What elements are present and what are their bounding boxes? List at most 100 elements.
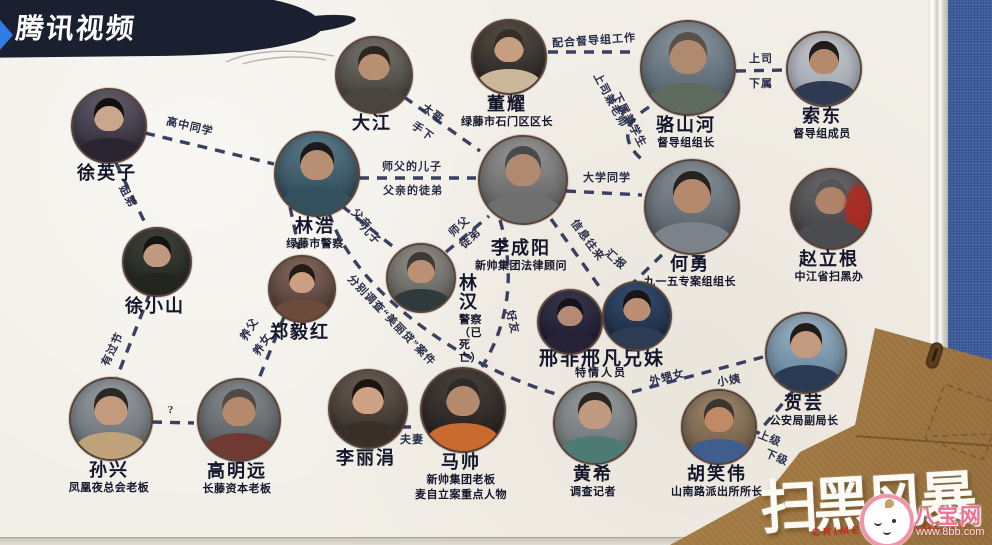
character-role: 山南路派出所所长 bbox=[671, 486, 763, 498]
watermark-site-name: 八宝网 bbox=[914, 504, 983, 528]
character-role: 警察（已死亡） bbox=[459, 314, 482, 364]
relationship-label: 师父的儿子 bbox=[382, 161, 442, 173]
character-role: 督导组成员 bbox=[793, 128, 851, 140]
character-role: 督导组组长 bbox=[657, 137, 715, 149]
character-name: 徐小山 bbox=[125, 296, 185, 316]
portrait-he-yun bbox=[765, 312, 847, 394]
edge-xu-yingzi-xu-xiaoshan bbox=[114, 162, 149, 228]
label-zheng-yihong: 郑毅红 bbox=[200, 323, 400, 342]
portrait-xu-xiaoshan bbox=[122, 227, 192, 297]
character-name: 赵立根 bbox=[799, 249, 859, 269]
edge-lin-han-li-chengyang bbox=[444, 214, 491, 254]
edge-xing-fan-he-yong bbox=[627, 248, 669, 289]
portrait-gao-mingyuan bbox=[197, 378, 281, 462]
edge-da-jiang-li-chengyang bbox=[403, 95, 481, 153]
pencil-scribble bbox=[225, 50, 335, 65]
character-role: 新帅集团老板 bbox=[426, 474, 496, 486]
label-li-lijuan: 李丽涓 bbox=[266, 449, 466, 468]
character-name: 黄希 bbox=[573, 464, 613, 484]
portrait-xing-fei bbox=[537, 289, 603, 355]
character-name: 徐英子 bbox=[77, 163, 137, 183]
portrait-ma-shuai bbox=[420, 367, 506, 453]
label-xu-yingzi: 徐英子 bbox=[7, 164, 207, 183]
character-name: 林汉 bbox=[459, 273, 479, 312]
character-role: 麦自立案重点人物 bbox=[415, 488, 507, 501]
portrait-zhao-ligen bbox=[790, 168, 872, 250]
character-name: 贺芸 bbox=[784, 393, 824, 413]
portrait-he-yong bbox=[644, 159, 740, 255]
portrait-huang-xi bbox=[553, 381, 637, 465]
relationship-label: 上司 bbox=[749, 53, 773, 65]
portrait-hu-xiaowei bbox=[681, 389, 757, 465]
character-name: 郑毅红 bbox=[270, 322, 330, 342]
character-name: 胡笑伟 bbox=[687, 464, 747, 484]
edge-luo-shanhe-he-yong bbox=[626, 105, 650, 165]
character-name: 何勇 bbox=[670, 254, 710, 274]
character-role: 长藤资本老板 bbox=[202, 483, 272, 495]
relationship-label: 下属 bbox=[749, 78, 773, 90]
edge-xu-xiaoshan-sun-xing bbox=[115, 292, 152, 378]
character-role: 中江省扫黑办 bbox=[794, 271, 864, 283]
edge-lin-hao-huang-xi bbox=[327, 212, 557, 396]
character-name: 李成阳 bbox=[491, 238, 551, 258]
character-role: 九一五专案组组长 bbox=[644, 276, 736, 288]
character-name: 孙兴 bbox=[89, 460, 129, 480]
portrait-zheng-yihong bbox=[268, 255, 336, 323]
label-zhao-ligen: 赵立根中江省扫黑办 bbox=[729, 250, 929, 284]
portrait-luo-shanhe bbox=[640, 20, 736, 116]
watermark-url: www.8bb.com bbox=[916, 526, 985, 538]
edge-li-chengyang-xing-fan bbox=[549, 218, 603, 290]
edge-huang-xi-he-yun bbox=[631, 355, 764, 394]
edge-xu-yingzi-lin-hao bbox=[144, 131, 275, 166]
poster-bottom-edge bbox=[0, 537, 690, 545]
portrait-xing-fan bbox=[602, 281, 672, 351]
flag-accent bbox=[845, 184, 870, 234]
label-dong-yao: 董耀绿藤市石门区区长 bbox=[407, 95, 607, 129]
edge-li-chengyang-he-yong bbox=[565, 189, 643, 197]
edge-li-chengyang-ma-shuai bbox=[480, 219, 510, 368]
relationship-label: 夫妻 bbox=[400, 434, 424, 446]
portrait-xu-yingzi bbox=[71, 88, 147, 164]
portrait-suo-dong bbox=[786, 31, 862, 107]
portrait-lin-han bbox=[386, 243, 456, 313]
label-ma-shuai: 马帅新帅集团老板麦自立案重点人物 bbox=[361, 453, 561, 501]
tencent-video-logo: 腾讯视频 bbox=[14, 13, 138, 44]
group-caption: 特情人员 bbox=[575, 367, 627, 379]
character-role: 绿藤市石门区区长 bbox=[461, 116, 553, 128]
edge-zheng-yihong-gao-mingyuan bbox=[256, 316, 286, 382]
label-gao-mingyuan: 高明远长藤资本老板 bbox=[137, 462, 337, 496]
portrait-lin-hao bbox=[274, 131, 360, 217]
edge-luo-shanhe-suo-dong bbox=[735, 68, 786, 73]
label-lin-han: 林汉警察（已死亡） bbox=[459, 274, 482, 364]
character-name: 马帅 bbox=[441, 452, 481, 472]
label-luo-shanhe: 骆山河督导组组长 bbox=[586, 116, 786, 150]
label-he-yong: 何勇九一五专案组组长 bbox=[590, 255, 790, 289]
relationship-label: 大学同学 bbox=[583, 172, 631, 184]
portrait-sun-xing bbox=[69, 377, 153, 461]
label-xu-xiaoshan: 徐小山 bbox=[55, 297, 255, 316]
character-name: 大江 bbox=[352, 113, 392, 133]
character-name: 骆山河 bbox=[656, 115, 716, 135]
relationship-label: ? bbox=[167, 404, 175, 416]
label-suo-dong: 索东督导组成员 bbox=[722, 107, 922, 141]
label-sun-xing: 孙兴凤凰夜总会老板 bbox=[9, 461, 209, 495]
label-huang-xi: 黄希调查记者 bbox=[493, 465, 693, 499]
character-name: 李丽涓 bbox=[336, 448, 396, 468]
label-li-chengyang: 李成阳新帅集团法律顾问 bbox=[421, 239, 621, 273]
label-lin-hao: 林浩绿藤市警察 bbox=[215, 217, 415, 251]
character-role: 新帅集团法律顾问 bbox=[475, 260, 567, 272]
baby-face-icon bbox=[860, 494, 914, 545]
label-he-yun: 贺芸公安局副局长 bbox=[704, 394, 904, 428]
character-role: 绿藤市警察 bbox=[286, 238, 344, 250]
edge-lin-hao-lin-han bbox=[340, 204, 398, 251]
portrait-li-chengyang bbox=[478, 135, 568, 225]
character-name: 林浩 bbox=[295, 216, 335, 236]
label-hu-xiaowei: 胡笑伟山南路派出所所长 bbox=[617, 465, 817, 499]
character-role: 调查记者 bbox=[570, 486, 616, 498]
character-name: 高明远 bbox=[207, 461, 267, 481]
character-name: 董耀 bbox=[487, 94, 527, 114]
relationship-label: 父亲的徒弟 bbox=[383, 185, 443, 197]
edge-he-yun-hu-xiaowei bbox=[755, 388, 796, 436]
